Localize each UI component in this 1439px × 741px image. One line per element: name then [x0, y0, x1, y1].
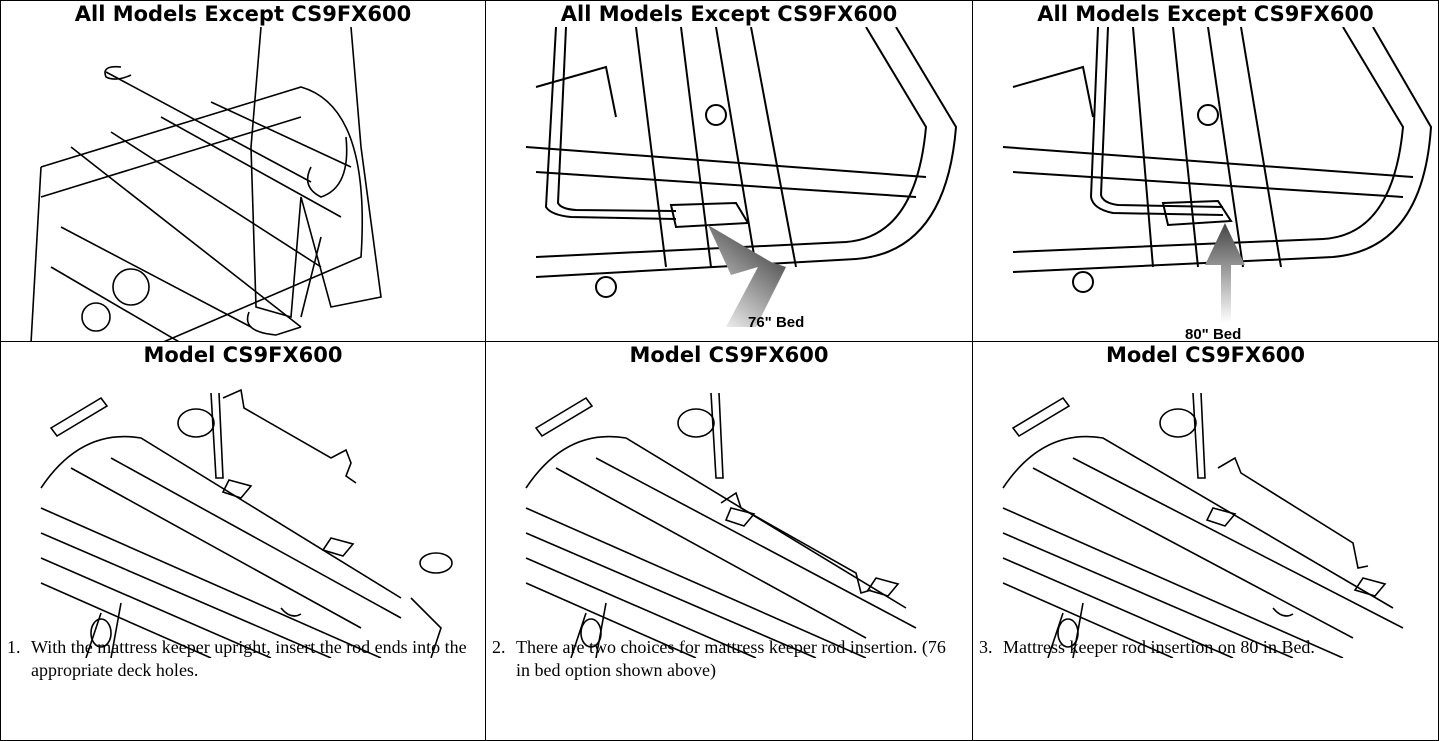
step-text: Mattress keeper rod insertion on 80 in B…: [1003, 637, 1315, 657]
callout-76-bed: 76" Bed: [748, 314, 804, 331]
panel-title: All Models Except CS9FX600: [74, 2, 412, 26]
step-number: 3.: [979, 637, 993, 657]
rod-76-bed-illustration: 76" Bed: [525, 27, 958, 331]
panel-title: Model CS9FX600: [143, 343, 343, 367]
panel-bottom-1: Model CS9FX600: [0, 341, 486, 741]
panel-title: Model CS9FX600: [629, 343, 829, 367]
cs9fx600-step2-illustration: [525, 392, 917, 658]
panel-bottom-3: Model CS9FX600: [972, 341, 1439, 741]
step-number: 1.: [7, 637, 21, 657]
callout-80-bed: 80" Bed: [1185, 326, 1241, 342]
cs9fx600-step3-illustration: [1002, 392, 1404, 658]
panel-top-1: All Models Except CS9FX600: [0, 0, 486, 342]
rod-80-bed-illustration: 80" Bed: [1002, 27, 1433, 342]
step-text: With the mattress keeper upright, insert…: [31, 637, 467, 680]
panel-title: All Models Except CS9FX600: [560, 2, 898, 26]
step-number: 2.: [492, 637, 506, 657]
panel-top-2: All Models Except CS9FX600: [485, 0, 973, 342]
person-inserting-rod-illustration: [30, 27, 382, 341]
panel-bottom-2: Model CS9FX600 2.: [485, 341, 973, 741]
panel-title: All Models Except CS9FX600: [1037, 2, 1374, 26]
step-text: There are two choices for mattress keepe…: [516, 637, 946, 680]
panel-top-3: All Models Except CS9FX600: [972, 0, 1439, 342]
panel-title: Model CS9FX600: [1105, 343, 1306, 367]
cs9fx600-step1-illustration: [40, 388, 453, 658]
